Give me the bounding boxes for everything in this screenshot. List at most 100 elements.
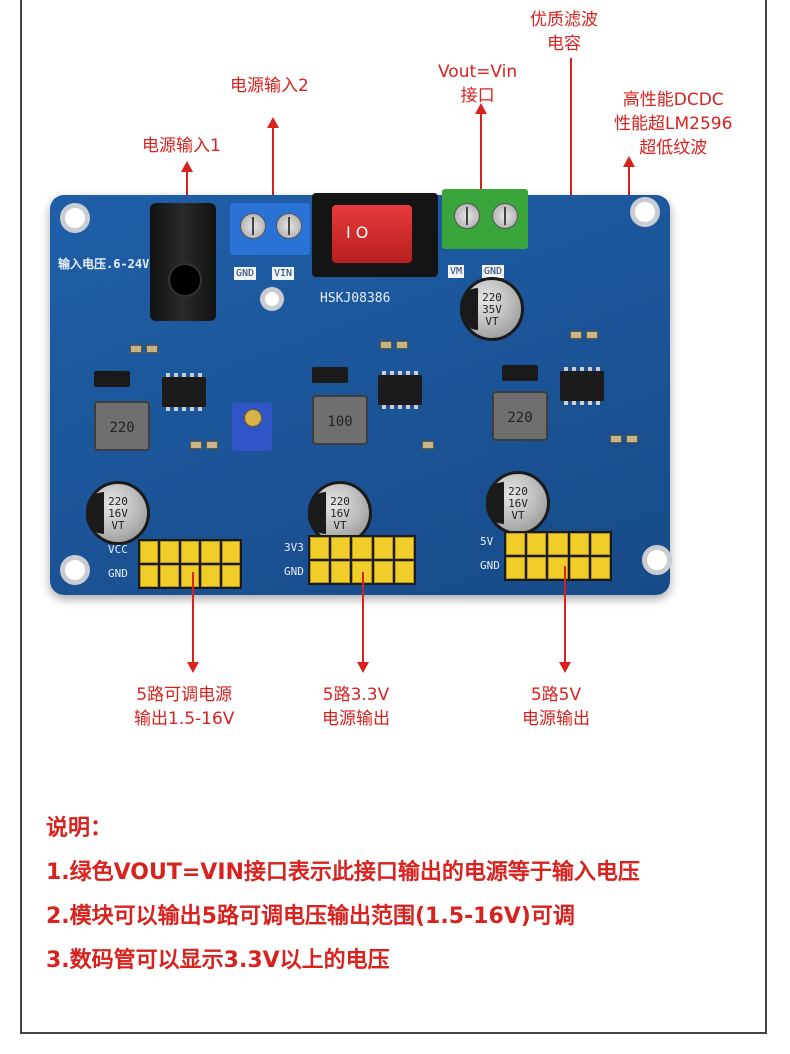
cap-label: 220: [508, 485, 528, 498]
rail-label: 5V: [480, 535, 494, 548]
smd-component: [206, 441, 218, 449]
ic-chip: [560, 367, 604, 405]
smd-component: [146, 345, 158, 353]
screw-icon: [240, 213, 266, 239]
callout-text-line: 输出1.5-16V: [134, 709, 235, 729]
smd-component: [610, 435, 622, 443]
rail-label: GND: [480, 559, 500, 572]
diode: [312, 367, 348, 383]
smd-component: [422, 441, 434, 449]
callout-text-line: 5路3.3V: [322, 685, 390, 705]
arrow-power-input-2: [267, 117, 279, 218]
callout-text-line: 超低纹波: [639, 138, 708, 158]
callout-power-input-2: 电源输入2: [230, 74, 309, 98]
notes-section: 说明： 1.绿色VOUT=VIN接口表示此接口输出的电源等于输入电压 2.模块可…: [46, 810, 640, 990]
ic-chip: [378, 371, 422, 409]
callout-text-line: 电源输出: [522, 709, 590, 729]
arrow-output-adjustable: [187, 572, 199, 673]
frame-bottom-border: [20, 1032, 767, 1034]
frame-right-border: [765, 0, 767, 1034]
arrow-output-3v3: [357, 572, 369, 673]
callout-output-5v: 5路5V 电源输出: [522, 683, 590, 731]
output-capacitor: 220 16V VT: [86, 481, 150, 545]
mounting-hole: [642, 545, 672, 575]
ic-chip: [162, 373, 206, 411]
callout-text-line: 5路5V: [530, 685, 582, 705]
cap-label: 16V: [330, 507, 350, 520]
input-voltage-label: 输入电压.6-24V: [58, 257, 150, 271]
arrow-vout-vin: [475, 103, 487, 212]
callout-text: 电源输入1: [142, 136, 221, 156]
cap-label: VT: [511, 509, 525, 522]
pcb-board: 输入电压.6-24V GND VIN I O HSKJ08386 VM GND …: [50, 189, 672, 595]
callout-text: 电源输入2: [230, 76, 309, 96]
callout-power-input-1: 电源输入1: [142, 134, 221, 158]
pin-label: GND: [482, 265, 505, 278]
callout-output-3v3: 5路3.3V 电源输出: [322, 683, 390, 731]
rail-label: 3V3: [284, 541, 304, 554]
pin-header-5v: [504, 531, 612, 581]
inductor: 220: [94, 401, 150, 451]
pin-label: VIN: [272, 267, 295, 280]
smd-component: [190, 441, 202, 449]
rail-label: VCC: [108, 543, 128, 556]
callout-text-line: 优质滤波: [530, 10, 598, 30]
callout-text-line: 高性能DCDC: [622, 90, 724, 110]
smd-component: [130, 345, 142, 353]
callout-text-line: Vout=Vin: [438, 62, 518, 82]
smd-component: [396, 341, 408, 349]
callout-vout-vin: Vout=Vin 接口: [438, 60, 517, 108]
capacitor-stripe: [486, 482, 504, 524]
cap-label: 16V: [508, 497, 528, 510]
cap-label: 16V: [108, 507, 128, 520]
diode: [94, 371, 130, 387]
notes-title: 说明：: [46, 816, 113, 841]
screw-icon: [276, 213, 302, 239]
callout-text-line: 性能超LM2596: [614, 114, 733, 134]
diode: [502, 365, 538, 381]
blue-screw-terminal: [230, 203, 310, 255]
output-capacitor: 220 16V VT: [486, 471, 550, 535]
dc-jack-bore: [168, 263, 202, 297]
cap-label: 220: [108, 495, 128, 508]
pin-header-adjustable: [138, 539, 242, 589]
frame-left-border: [20, 0, 22, 1034]
capacitor-stripe: [460, 288, 478, 330]
callout-dcdc: 高性能DCDC 性能超LM2596 超低纹波: [614, 88, 732, 160]
capacitor-stripe: [86, 492, 104, 534]
output-capacitor: 220 16V VT: [308, 481, 372, 545]
note-item: 1.绿色VOUT=VIN接口表示此接口输出的电源等于输入电压: [46, 860, 640, 885]
board-model-label: HSKJ08386: [320, 291, 391, 306]
green-screw-terminal: [442, 189, 528, 249]
note-item: 3.数码管可以显示3.3V以上的电压: [46, 948, 390, 973]
rocker-button: I O: [332, 205, 412, 263]
cap-label: 220: [482, 291, 502, 304]
screw-icon: [492, 203, 518, 229]
cap-label: VT: [485, 315, 499, 328]
callout-text-line: 5路可调电源: [136, 685, 233, 705]
inductor: 100: [312, 395, 368, 445]
cap-label: 35V: [482, 303, 502, 316]
callout-output-adjustable: 5路可调电源 输出1.5-16V: [134, 683, 234, 731]
mounting-hole: [60, 203, 90, 233]
pin-header-3v3: [308, 535, 416, 585]
rail-label: GND: [284, 565, 304, 578]
smd-component: [380, 341, 392, 349]
capacitor-stripe: [308, 492, 326, 534]
capacitor-filter: 220 35V VT: [460, 277, 524, 341]
smd-component: [586, 331, 598, 339]
trimmer-potentiometer: [232, 403, 272, 451]
rocker-symbol: I O: [346, 223, 369, 242]
cap-label: 220: [330, 495, 350, 508]
rocker-switch: I O: [312, 193, 438, 277]
cap-label: VT: [111, 519, 125, 532]
screw-icon: [454, 203, 480, 229]
note-item: 2.模块可以输出5路可调电压输出范围(1.5-16V)可调: [46, 904, 575, 929]
pin-label: VM: [448, 265, 465, 278]
dc-power-jack: [150, 203, 216, 321]
callout-text-line: 电容: [547, 34, 581, 54]
callout-filter-capacitor: 优质滤波 电容: [530, 8, 598, 56]
smd-component: [570, 331, 582, 339]
callout-text-line: 接口: [460, 86, 495, 106]
callout-text-line: 电源输出: [322, 709, 390, 729]
